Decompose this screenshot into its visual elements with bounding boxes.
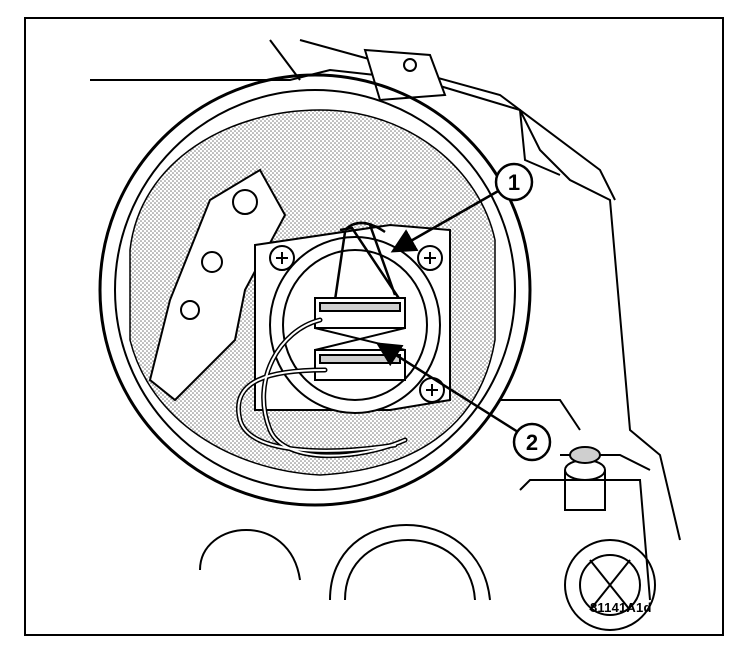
callout-2: 2 <box>375 342 552 462</box>
callout-2-label: 2 <box>526 430 538 455</box>
callout-1-label: 1 <box>508 170 520 195</box>
figure-id-label: 81141A1d <box>590 600 652 615</box>
retaining-clip <box>333 221 402 301</box>
lamp-opening <box>98 73 532 507</box>
mounting-tab <box>363 48 447 102</box>
callout-1: 1 <box>390 162 534 253</box>
left-bracket <box>148 168 287 402</box>
lower-lamp-components <box>199 446 656 631</box>
